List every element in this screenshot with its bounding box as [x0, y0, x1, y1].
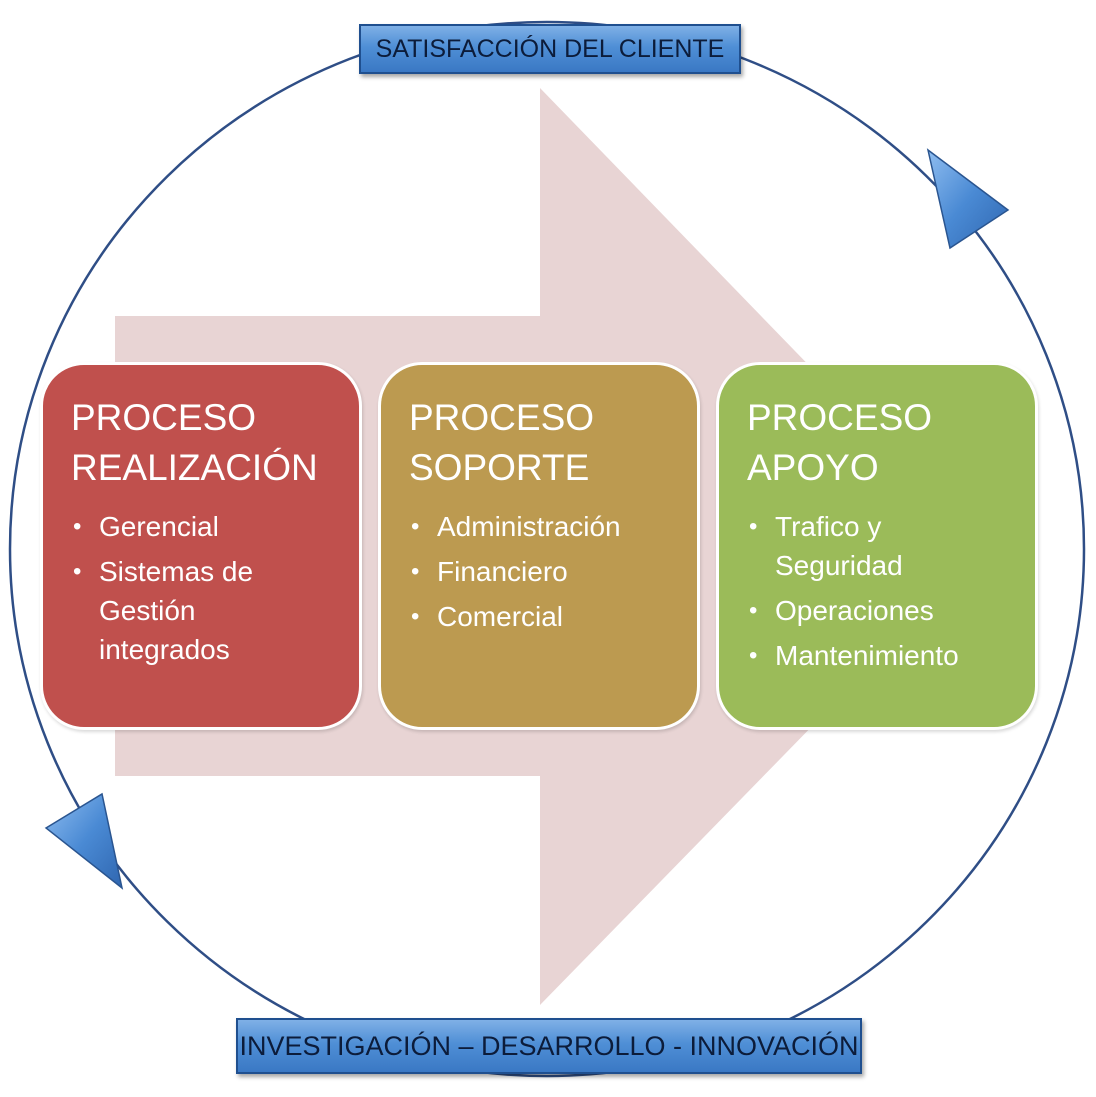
process-apoyo-title-line2: APOYO: [747, 447, 879, 488]
list-item: Financiero: [409, 552, 677, 591]
process-soporte-list: Administración Financiero Comercial: [409, 507, 677, 636]
list-item: Sistemas de Gestión integrados: [71, 552, 299, 669]
list-item: Mantenimiento: [747, 636, 1015, 675]
process-soporte-card: PROCESO SOPORTE Administración Financier…: [378, 362, 700, 730]
process-soporte-title-line2: SOPORTE: [409, 447, 590, 488]
process-soporte-title: PROCESO SOPORTE: [409, 393, 677, 493]
cycle-ring: [8, 20, 1086, 1078]
process-realizacion-card: PROCESO REALIZACIÓN Gerencial Sistemas d…: [40, 362, 362, 730]
list-item: Comercial: [409, 597, 677, 636]
list-item: Administración: [409, 507, 677, 546]
customer-satisfaction-label: SATISFACCIÓN DEL CLIENTE: [359, 24, 741, 74]
cycle-arrowhead-left: [44, 792, 124, 890]
process-apoyo-title-line1: PROCESO: [747, 397, 933, 438]
process-realizacion-title-line2: REALIZACIÓN: [71, 447, 318, 488]
list-item: Operaciones: [747, 591, 1015, 630]
process-apoyo-title: PROCESO APOYO: [747, 393, 1015, 493]
list-item: Trafico y Seguridad: [747, 507, 945, 585]
process-realizacion-list: Gerencial Sistemas de Gestión integrados: [71, 507, 339, 669]
cycle-arrowhead-right: [926, 148, 1010, 250]
research-development-innovation-label: INVESTIGACIÓN – DESARROLLO - INNOVACIÓN: [236, 1018, 862, 1074]
process-soporte-title-line1: PROCESO: [409, 397, 595, 438]
list-item: Gerencial: [71, 507, 339, 546]
process-realizacion-title-line1: PROCESO: [71, 397, 257, 438]
process-apoyo-card: PROCESO APOYO Trafico y Seguridad Operac…: [716, 362, 1038, 730]
process-apoyo-list: Trafico y Seguridad Operaciones Mantenim…: [747, 507, 1015, 675]
process-realizacion-title: PROCESO REALIZACIÓN: [71, 393, 339, 493]
